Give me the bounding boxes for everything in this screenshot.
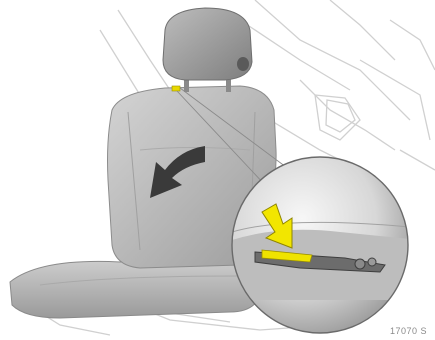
release-lever-marker <box>172 86 180 91</box>
detail-magnifier <box>232 157 420 333</box>
figure-reference-code: 17070 S <box>390 326 427 336</box>
headrest <box>163 8 252 80</box>
headrest-button <box>237 57 249 71</box>
